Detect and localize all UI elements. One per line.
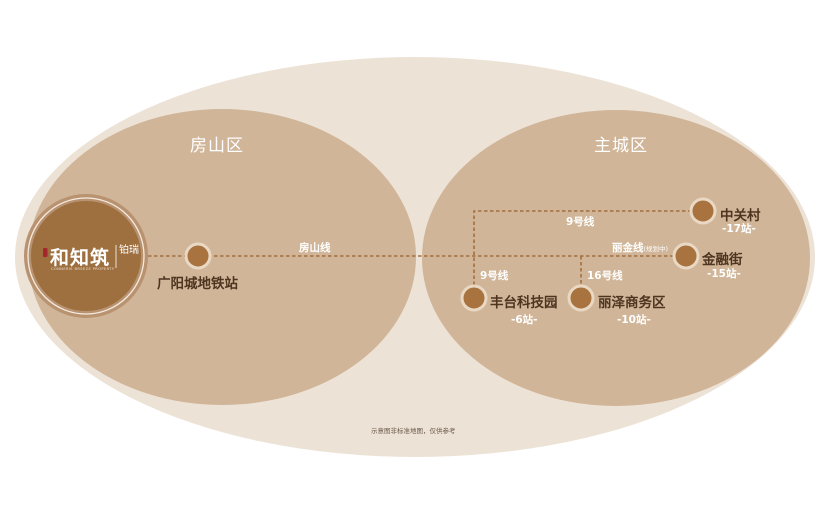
- station-guangyang: 广阳城地铁站: [157, 276, 238, 292]
- region-label-main-city: 主城区: [594, 136, 648, 156]
- station-fengtai: 丰台科技园: [490, 295, 558, 311]
- line-label-16: 16号线: [587, 270, 623, 282]
- station-zhongguancun: 中关村: [720, 208, 761, 224]
- station-dot-fengtai: [460, 284, 488, 312]
- logo-english: CONNERIE BREEZE PROPERTY: [51, 267, 115, 271]
- lijin-planned-note: (规划中): [643, 245, 669, 253]
- station-jinrongjie: 金融街: [702, 252, 743, 268]
- disclaimer-note: 示意图非标准地图，仅供参考: [371, 427, 456, 435]
- fangshan-area: [28, 109, 416, 405]
- logo-disc: [31, 201, 141, 311]
- line-label-fangshan: 房山线: [299, 242, 331, 254]
- logo-ring-line: [27, 197, 145, 315]
- lijin-name: 丽金线: [612, 242, 644, 254]
- logo-sub: 铂瑞: [119, 245, 139, 256]
- logo-accent-icon: [43, 248, 48, 257]
- line9-path: [473, 210, 703, 297]
- line-label-9-top: 9号线: [566, 216, 595, 228]
- main-city-area: [422, 110, 810, 406]
- station-count-fengtai: -6站-: [511, 314, 538, 326]
- logo-name: 和知筑: [50, 247, 111, 269]
- station-count-jinrongjie: -15站-: [707, 268, 741, 280]
- station-dot-zhongguancun: [689, 197, 717, 225]
- line-label-lijin: 丽金线(规划中): [612, 240, 668, 255]
- station-dot-jinrongjie: [672, 242, 700, 270]
- line-label-9-lower: 9号线: [480, 270, 509, 282]
- station-count-zhongguancun: -17站-: [722, 223, 756, 235]
- station-count-lize: -10站-: [617, 314, 651, 326]
- station-dot-lize: [567, 284, 595, 312]
- station-dot-guangyang: [184, 242, 212, 270]
- region-label-fangshan: 房山区: [190, 136, 244, 156]
- station-lize: 丽泽商务区: [598, 295, 666, 311]
